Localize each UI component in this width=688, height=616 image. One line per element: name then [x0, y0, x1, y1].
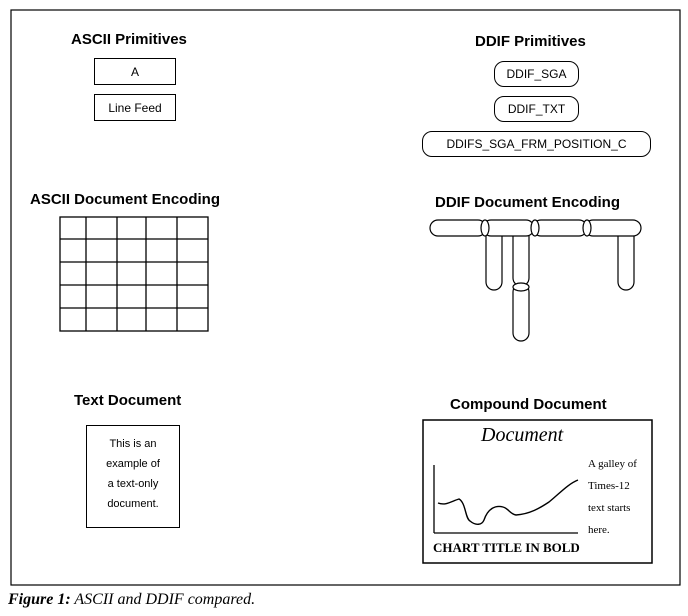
galley-line: Times-12: [588, 480, 630, 492]
ddif-primitives-title: DDIF Primitives: [475, 33, 586, 50]
galley-line: text starts: [588, 502, 631, 514]
galley-line: A galley of: [588, 458, 637, 470]
text-line: example of: [106, 458, 160, 470]
ascii-primitives-title: ASCII Primitives: [71, 31, 187, 48]
ddif-primitive-sga: DDIF_SGA: [494, 61, 579, 87]
text-document-page: This is an example of a text-only docume…: [86, 425, 180, 528]
ascii-primitive-line-feed: Line Feed: [94, 94, 176, 121]
figure-caption: Figure 1: ASCII and DDIF compared.: [8, 591, 255, 609]
ddif-primitive-txt: DDIF_TXT: [494, 96, 579, 122]
compound-chart: [433, 465, 579, 534]
chart-title: CHART TITLE IN BOLD: [433, 540, 580, 555]
text-line: a text-only: [107, 478, 159, 490]
text-line: This is an: [109, 438, 157, 450]
text-line: document.: [107, 498, 159, 510]
ascii-grid: [59, 216, 209, 332]
galley-text: A galley of Times-12 text starts here.: [588, 453, 637, 541]
text-document-title: Text Document: [74, 392, 182, 409]
ddif-tree: [429, 219, 642, 342]
ddif-encoding-title: DDIF Document Encoding: [435, 194, 620, 211]
ascii-encoding-title: ASCII Document Encoding: [30, 191, 221, 208]
ascii-primitive-a: A: [94, 58, 176, 85]
figure-frame: [10, 9, 681, 586]
chart-line: [437, 479, 579, 525]
compound-document-frame: [422, 419, 653, 564]
caption-text: ASCII and DDIF compared.: [74, 591, 256, 608]
document-heading: Document: [481, 424, 564, 446]
caption-label: Figure 1:: [8, 591, 71, 608]
galley-line: here.: [588, 524, 610, 536]
compound-document-title: Compound Document: [450, 396, 607, 413]
ddif-primitive-frm-position: DDIFS_SGA_FRM_POSITION_C: [422, 131, 651, 157]
